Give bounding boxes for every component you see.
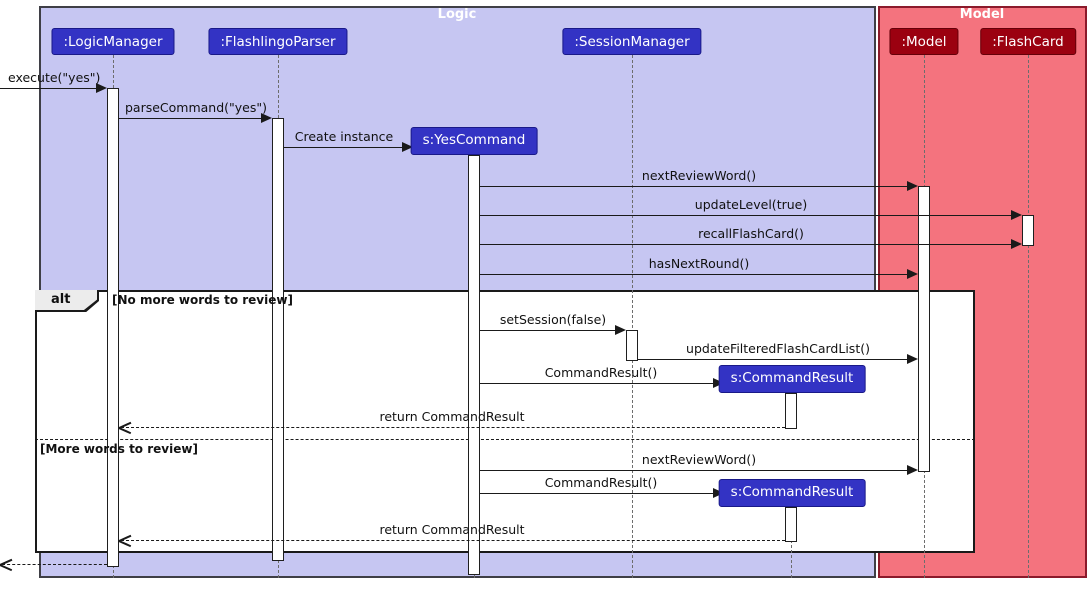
arrowhead-recall-flash-card [1011,239,1022,249]
arrowhead-set-session [615,325,626,335]
message-next-review-word: nextReviewWord() [641,168,757,183]
activation-session-manager [626,330,638,361]
alt-divider [35,439,975,440]
arrow-recall-flash-card [480,244,1015,245]
activation-flash-card [1022,215,1034,246]
arrowhead-return-command-result-1 [119,420,132,434]
arrow-update-level [480,215,1015,216]
message-next-review-word-2: nextReviewWord() [641,452,757,467]
message-set-session: setSession(false) [499,312,607,327]
arrow-next-review-word [480,186,911,187]
message-update-level: updateLevel(true) [694,197,808,212]
activation-command-result-2 [785,507,797,542]
created-command-result-2: s:CommandResult [718,479,866,507]
alt-guard-more-words: [More words to review] [40,442,198,456]
activation-flashlingo-parser [272,118,284,561]
arrow-has-next-round [480,274,911,275]
message-parse-command: parseCommand("yes") [124,100,268,115]
participant-flash-card: :FlashCard [980,28,1076,55]
arrow-next-review-word-2 [480,470,911,471]
arrowhead-has-next-round [907,269,918,279]
arrowhead-command-result-1 [713,378,724,388]
arrowhead-update-filtered-flash-card-list [907,354,918,364]
created-yes-command: s:YesCommand [410,127,538,155]
alt-fragment [35,290,975,553]
lifeline-command-result [791,540,792,578]
message-update-filtered-flash-card-list: updateFilteredFlashCardList() [686,341,870,356]
activation-command-result-1 [785,393,797,429]
activation-yes-command [468,155,480,575]
participant-flashlingo-parser: :FlashlingoParser [208,28,348,55]
alt-guard-no-more-words: [No more words to review] [112,293,293,307]
message-return-command-result-2: return CommandResult [379,522,525,537]
arrow-create-instance [284,147,406,148]
arrow-set-session [480,330,619,331]
arrowhead-return-command-result-2 [119,533,132,547]
arrow-command-result-1 [480,383,717,384]
participant-logic-manager: :LogicManager [51,28,175,55]
created-command-result-1: s:CommandResult [718,365,866,393]
model-frame-title: Model [959,7,1005,22]
arrowhead-next-review-word-2 [907,465,918,475]
arrowhead-create-instance [402,142,413,152]
message-command-result-2: CommandResult() [544,475,658,490]
message-create-instance: Create instance [294,129,394,144]
arrow-return-command-result-2 [121,540,785,541]
arrowhead-command-result-2 [713,488,724,498]
lifeline-flash-card [1028,55,1029,578]
message-execute: execute("yes") [8,70,101,85]
activation-model [918,186,930,472]
participant-session-manager: :SessionManager [562,28,702,55]
arrowhead-update-level [1011,210,1022,220]
arrowhead-next-review-word [907,181,918,191]
arrow-return-command-result-1 [121,427,785,428]
arrow-execute [0,88,100,89]
activation-logic-manager [107,88,119,567]
arrowhead-final-return [0,557,13,571]
message-return-command-result-1: return CommandResult [379,409,525,424]
arrow-update-filtered-flash-card-list [638,359,911,360]
alt-operator-pentagon: alt [35,290,99,312]
message-has-next-round: hasNextRound() [648,256,750,271]
lifeline-session-manager [632,55,633,578]
message-recall-flash-card: recallFlashCard() [698,226,804,241]
arrow-final-return [2,564,107,565]
arrowhead-execute [96,83,107,93]
participant-model: :Model [889,28,959,55]
logic-frame-title: Logic [437,7,477,22]
arrowhead-parse-command [261,113,272,123]
alt-operator-label: alt [51,292,71,307]
arrow-parse-command [119,118,265,119]
message-command-result-1: CommandResult() [544,365,658,380]
arrow-command-result-2 [480,493,717,494]
